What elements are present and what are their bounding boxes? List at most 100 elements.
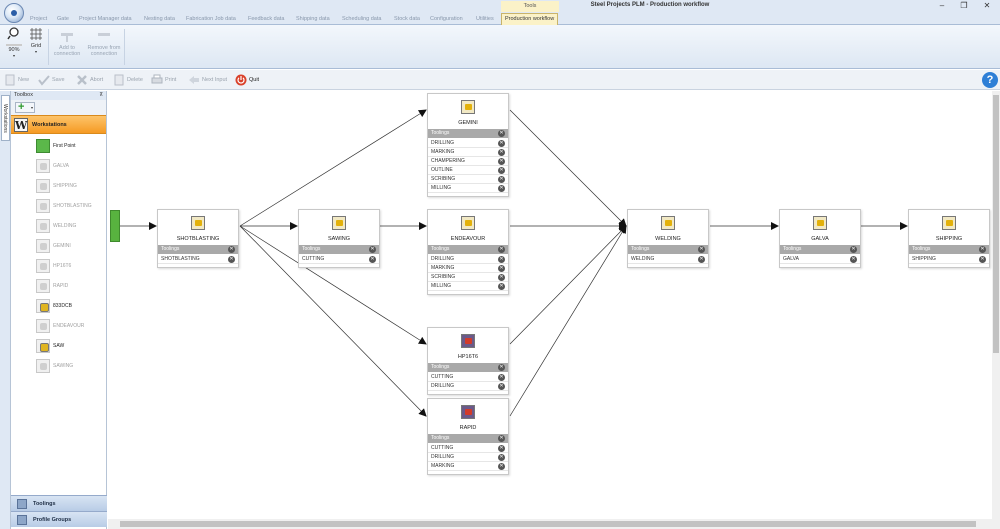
tooling-row[interactable]: SHOTBLASTING✕ <box>158 255 238 264</box>
tab-utilities[interactable]: Utilities <box>476 16 494 22</box>
tooling-row[interactable]: SHIPPING✕ <box>909 255 989 264</box>
remove-icon[interactable]: ✕ <box>698 256 705 263</box>
toolbox-item-shipping[interactable]: SHIPPING <box>11 176 106 196</box>
remove-icon[interactable]: ✕ <box>498 463 505 470</box>
horizontal-scroll-thumb[interactable] <box>120 521 976 527</box>
remove-icon[interactable]: ✕ <box>498 158 505 165</box>
workstation-node-shotblasting[interactable]: SHOTBLASTING Toolings✕ SHOTBLASTING✕ <box>157 209 239 268</box>
tooling-row[interactable]: GALVA✕ <box>780 255 860 264</box>
close-icon[interactable]: ✕ <box>498 364 505 371</box>
tab-nesting-data[interactable]: Nesting data <box>144 16 175 22</box>
tab-gate[interactable]: Gate <box>57 16 69 22</box>
tooling-row[interactable]: MARKING✕ <box>428 264 508 273</box>
workstation-node-sawing[interactable]: SAWING Toolings✕ CUTTING✕ <box>298 209 380 268</box>
tooling-row[interactable]: OUTLINE✕ <box>428 166 508 175</box>
tooling-row[interactable]: DRILLING✕ <box>428 255 508 264</box>
toolbox-item-gemini[interactable]: GEMINI <box>11 236 106 256</box>
workstation-node-endeavour[interactable]: ENDEAVOUR Toolings✕ DRILLING✕ MARKING✕ S… <box>427 209 509 295</box>
toolbox-item-shotblasting[interactable]: SHOTBLASTING <box>11 196 106 216</box>
workstations-group-header[interactable]: W Workstations <box>11 115 106 134</box>
connection-hp16t6-welding[interactable] <box>509 225 627 345</box>
pin-icon[interactable]: ⊼ <box>99 92 103 98</box>
next-input-button[interactable]: Next Input <box>188 73 227 87</box>
toolbox-item-galva[interactable]: GALVA <box>11 156 106 176</box>
remove-icon[interactable]: ✕ <box>498 256 505 263</box>
close-icon[interactable]: ✕ <box>369 246 376 253</box>
connection-shotblasting-hp16t6[interactable] <box>239 225 427 345</box>
remove-icon[interactable]: ✕ <box>498 149 505 156</box>
close-icon[interactable]: ✕ <box>228 246 235 253</box>
toolbox-item-welding[interactable]: WELDING <box>11 216 106 236</box>
workstation-node-rapid[interactable]: RAPID Toolings✕ CUTTING✕ DRILLING✕ MARKI… <box>427 398 509 475</box>
toolbox-item-endeavour[interactable]: ENDEAVOUR <box>11 316 106 336</box>
tooling-row[interactable]: MARKING✕ <box>428 148 508 157</box>
remove-icon[interactable]: ✕ <box>498 167 505 174</box>
workstation-node-shipping[interactable]: SHIPPING Toolings✕ SHIPPING✕ <box>908 209 990 268</box>
remove-icon[interactable]: ✕ <box>498 176 505 183</box>
workflow-canvas[interactable]: SHOTBLASTING Toolings✕ SHOTBLASTING✕ SAW… <box>108 91 992 519</box>
tab-configuration[interactable]: Configuration <box>430 16 463 22</box>
tooling-row[interactable]: DRILLING✕ <box>428 382 508 391</box>
remove-icon[interactable]: ✕ <box>979 256 986 263</box>
zoom-control[interactable]: 90% ▾ <box>4 27 24 59</box>
tooling-row[interactable]: CUTTING✕ <box>428 444 508 453</box>
print-button[interactable]: Print <box>151 73 176 87</box>
tab-fabrication-job-data[interactable]: Fabrication Job data <box>186 16 236 22</box>
tab-feedback-data[interactable]: Feedback data <box>248 16 285 22</box>
remove-from-connection-button[interactable]: Remove from connection <box>86 27 122 57</box>
application-menu-button[interactable] <box>4 3 24 23</box>
tab-project-manager-data[interactable]: Project Manager data <box>79 16 132 22</box>
workstation-node-gemini[interactable]: GEMINI Toolings✕ DRILLING✕ MARKING✕ CHAM… <box>427 93 509 197</box>
toolbox-tab-toolings[interactable]: Toolings <box>11 495 107 511</box>
minimize-button[interactable]: – <box>939 1 945 10</box>
close-icon[interactable]: ✕ <box>498 435 505 442</box>
workstation-node-hp16t6[interactable]: HP16T6 Toolings✕ CUTTING✕ DRILLING✕ <box>427 327 509 395</box>
tooling-row[interactable]: SCRIBING✕ <box>428 273 508 282</box>
first-point-node[interactable] <box>110 210 120 242</box>
tooling-row[interactable]: MILLING✕ <box>428 282 508 291</box>
remove-icon[interactable]: ✕ <box>498 274 505 281</box>
remove-icon[interactable]: ✕ <box>850 256 857 263</box>
tab-project[interactable]: Project <box>30 16 48 22</box>
tooling-row[interactable]: MARKING✕ <box>428 462 508 471</box>
toolbox-item-sawing[interactable]: SAWING <box>11 356 106 376</box>
tab-production-workflow[interactable]: Production workflow <box>501 13 559 26</box>
tab-stock-data[interactable]: Stock data <box>394 16 420 22</box>
toolbox-item-833dcb[interactable]: 833DCB <box>11 296 106 316</box>
workstation-node-galva[interactable]: GALVA Toolings✕ GALVA✕ <box>779 209 861 268</box>
remove-icon[interactable]: ✕ <box>228 256 235 263</box>
tooling-row[interactable]: DRILLING✕ <box>428 453 508 462</box>
add-to-connection-button[interactable]: Add to connection <box>50 27 84 57</box>
tooling-row[interactable]: MILLING✕ <box>428 184 508 193</box>
remove-icon[interactable]: ✕ <box>498 383 505 390</box>
tab-shipping-data[interactable]: Shipping data <box>296 16 330 22</box>
toolbox-item-first-point[interactable]: First Point <box>11 136 106 156</box>
abort-button[interactable]: Abort <box>76 73 103 87</box>
close-icon[interactable]: ✕ <box>850 246 857 253</box>
vertical-scroll-thumb[interactable] <box>993 95 999 353</box>
remove-icon[interactable]: ✕ <box>498 265 505 272</box>
connection-rapid-welding[interactable] <box>509 225 627 417</box>
tooling-row[interactable]: SCRIBING✕ <box>428 175 508 184</box>
vertical-scrollbar[interactable] <box>992 91 1000 529</box>
tooling-row[interactable]: CUTTING✕ <box>428 373 508 382</box>
workstation-node-welding[interactable]: WELDING Toolings✕ WELDING✕ <box>627 209 709 268</box>
tab-scheduling-data[interactable]: Scheduling data <box>342 16 382 22</box>
toolbox-item-saw[interactable]: SAW <box>11 336 106 356</box>
remove-icon[interactable]: ✕ <box>498 140 505 147</box>
horizontal-scrollbar[interactable] <box>108 519 992 529</box>
close-icon[interactable]: ✕ <box>498 130 505 137</box>
save-button[interactable]: Save <box>38 73 65 87</box>
close-icon[interactable]: ✕ <box>498 246 505 253</box>
remove-icon[interactable]: ✕ <box>498 454 505 461</box>
close-icon[interactable]: ✕ <box>979 246 986 253</box>
tooling-row[interactable]: WELDING✕ <box>628 255 708 264</box>
toolbox-tab-profile-groups[interactable]: Profile Groups <box>11 511 107 527</box>
toolbox-item-hp16t6[interactable]: HP16T6 <box>11 256 106 276</box>
tooling-row[interactable]: CHAMPERING✕ <box>428 157 508 166</box>
remove-icon[interactable]: ✕ <box>498 283 505 290</box>
add-item-button[interactable]: + ▾ <box>15 101 35 113</box>
close-icon[interactable]: ✕ <box>698 246 705 253</box>
remove-icon[interactable]: ✕ <box>369 256 376 263</box>
tooling-row[interactable]: DRILLING✕ <box>428 139 508 148</box>
